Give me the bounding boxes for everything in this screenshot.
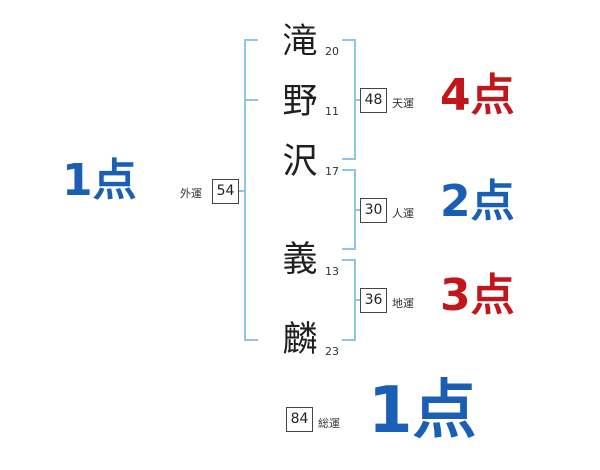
- stroke-count-5: 23: [325, 345, 339, 358]
- name-char-1: 滝: [282, 22, 318, 62]
- outer-fortune-label: 外運: [180, 187, 202, 200]
- person-fortune-label: 人運: [392, 207, 414, 220]
- earth-fortune-label: 地運: [392, 297, 414, 310]
- name-char-4: 義: [282, 240, 318, 280]
- name-char-2: 野: [282, 82, 318, 122]
- heaven-fortune-value: 48: [360, 88, 387, 113]
- outer-fortune-score: 1点: [62, 155, 137, 206]
- earth-bracket: [342, 259, 360, 341]
- earth-fortune-value: 36: [360, 288, 387, 313]
- name-char-5: 麟: [282, 320, 318, 360]
- total-fortune-label: 総運: [318, 417, 340, 430]
- stroke-count-4: 13: [325, 265, 339, 278]
- person-fortune-value: 30: [360, 198, 387, 223]
- name-char-3: 沢: [282, 142, 318, 182]
- person-bracket: [342, 169, 360, 250]
- heaven-fortune-score: 4点: [440, 70, 515, 121]
- earth-fortune-score: 3点: [440, 270, 515, 321]
- total-fortune-value: 84: [286, 407, 313, 432]
- outer-bracket: [239, 39, 258, 341]
- total-fortune-score: 1点: [368, 374, 477, 448]
- stroke-count-3: 17: [325, 165, 339, 178]
- heaven-fortune-label: 天運: [392, 97, 414, 110]
- heaven-bracket: [342, 39, 360, 160]
- outer-fortune-value: 54: [212, 179, 239, 204]
- stroke-count-1: 20: [325, 45, 339, 58]
- person-fortune-score: 2点: [440, 176, 515, 227]
- stroke-count-2: 11: [325, 105, 339, 118]
